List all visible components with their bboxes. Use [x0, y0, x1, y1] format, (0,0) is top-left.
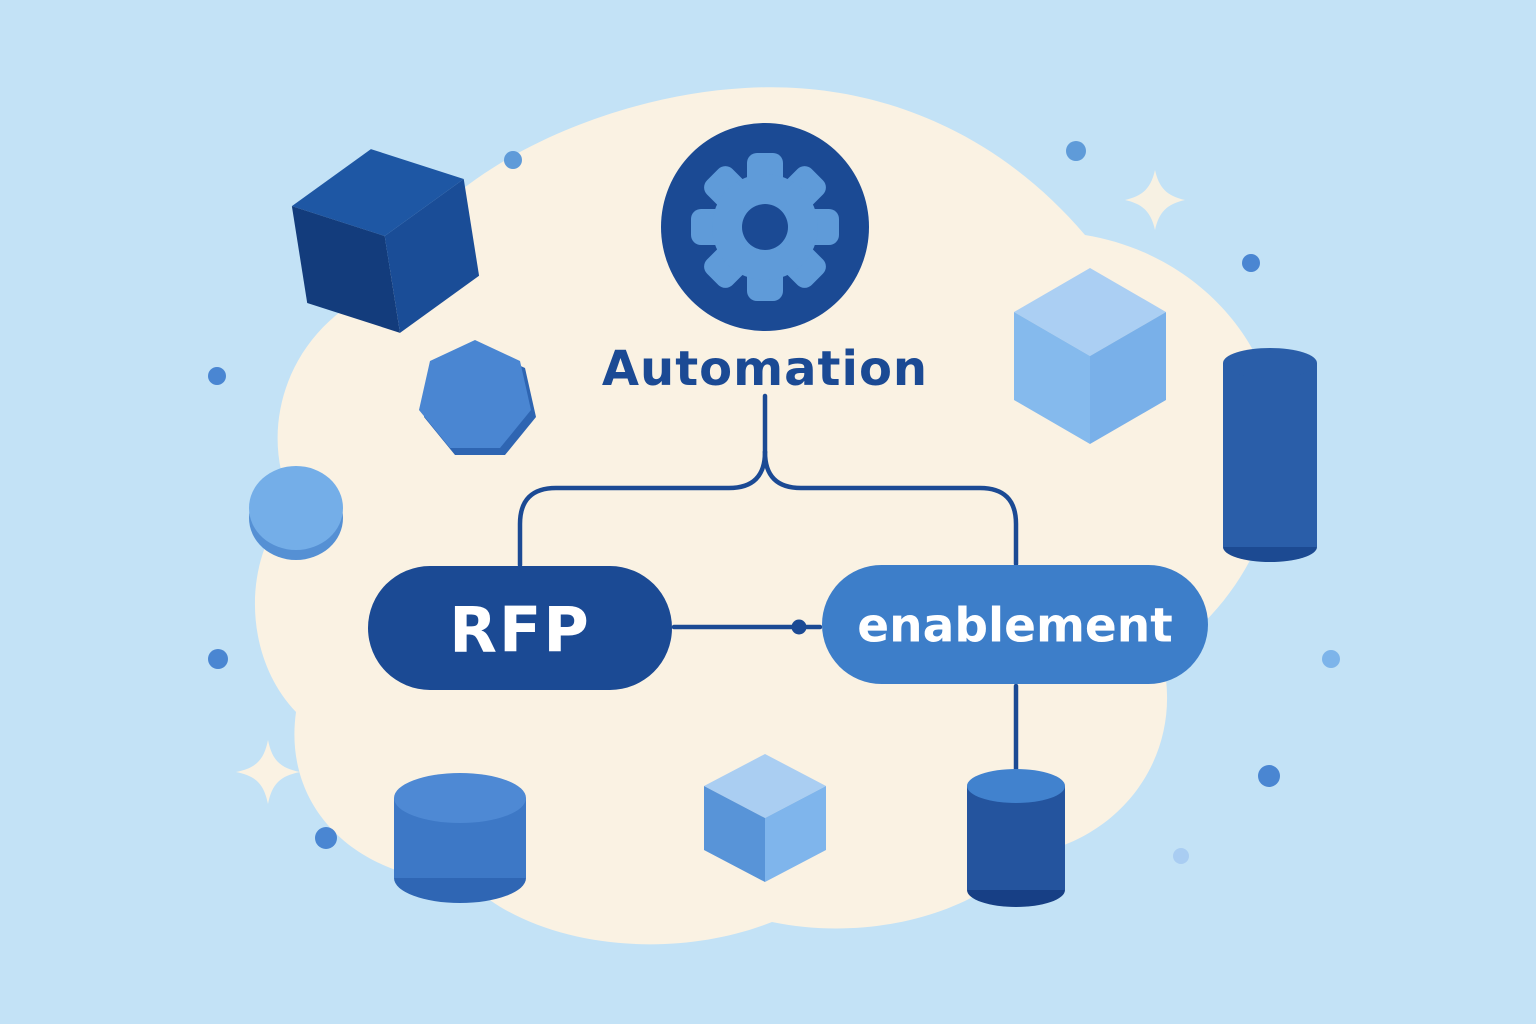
gear-icon	[691, 153, 839, 301]
decor-dot	[504, 151, 522, 169]
cylinder-shape-bottom-right	[967, 769, 1065, 907]
connector-dot	[791, 619, 807, 635]
node-enablement: enablement	[822, 565, 1208, 684]
cube-shape-bottom-center	[704, 754, 826, 882]
cylinder-shape-right	[1223, 348, 1317, 562]
node-rfp: RFP	[368, 566, 672, 690]
decor-dot	[315, 827, 337, 849]
node-rfp-label: RFP	[449, 594, 591, 667]
node-enablement-label: enablement	[857, 599, 1172, 654]
decor-dot	[1242, 254, 1260, 272]
cylinder-shape-bottom-left	[394, 773, 526, 903]
sparkle-icon	[236, 740, 300, 804]
decor-dot	[1258, 765, 1280, 787]
disc-shape-left	[249, 466, 343, 560]
decor-dot	[208, 367, 226, 385]
automation-label: Automation	[602, 341, 928, 397]
node-enablement-pill	[822, 565, 1208, 684]
decor-dot	[208, 649, 228, 669]
blob-shape	[254, 87, 1279, 945]
decor-dot	[1173, 848, 1189, 864]
sparkle-icon	[1125, 170, 1185, 230]
automation-badge	[661, 123, 869, 331]
cube-shape-top-left	[291, 149, 480, 333]
decor-dot	[1322, 650, 1340, 668]
connector-lines	[517, 393, 1019, 793]
hexagon-shape-top-right	[1014, 268, 1166, 444]
decor-dot	[1066, 141, 1086, 161]
node-rfp-pill	[368, 566, 672, 690]
heptagon-shape	[419, 340, 536, 455]
